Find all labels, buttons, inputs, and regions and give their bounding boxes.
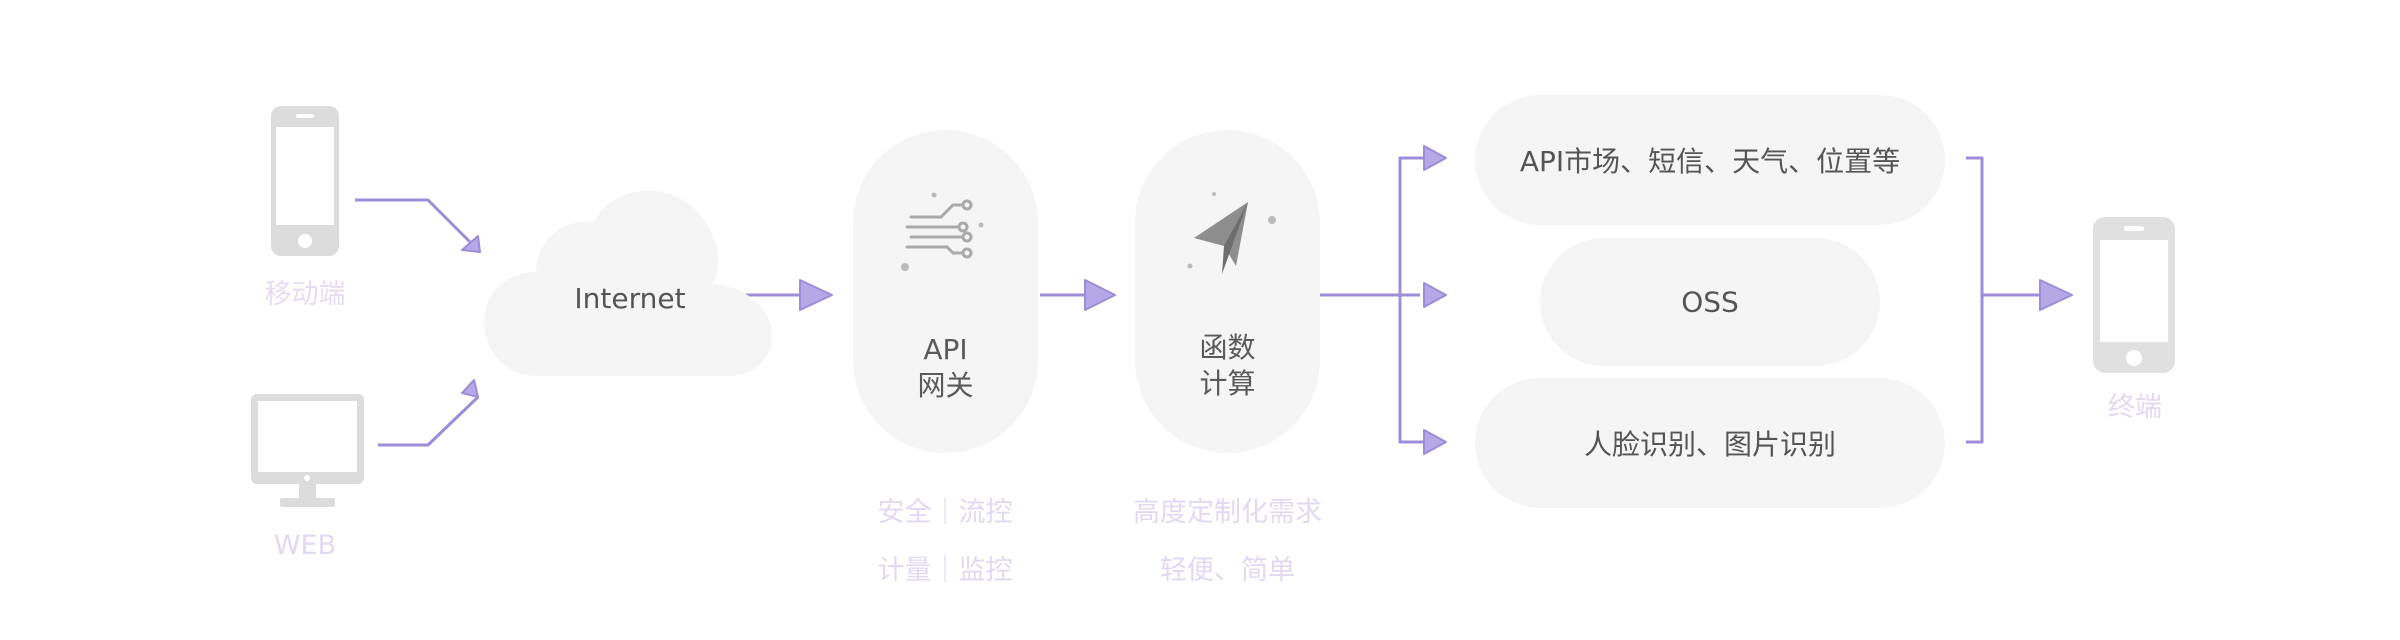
service-oss-label: OSS: [1681, 285, 1739, 319]
service-face-recognition-label: 人脸识别、图片识别: [1583, 428, 1836, 461]
function-caption-line2: 轻便、简单: [1160, 555, 1295, 586]
arrowhead: [1423, 429, 1447, 455]
function-compute-node: 函数 计算: [1135, 130, 1320, 453]
service-api-market-label: API市场、短信、天气、位置等: [1519, 145, 1901, 178]
mobile-label: 移动端: [264, 279, 346, 310]
service-api-market: API市场、短信、天气、位置等: [1475, 95, 1945, 225]
arrow-web-to-internet: [378, 395, 480, 447]
api-gateway-node: API 网关: [853, 130, 1038, 453]
arrow-mobile-to-internet: [355, 198, 482, 254]
gateway-caption-line2: 计量｜监控: [877, 555, 1013, 586]
arrowhead: [1423, 282, 1447, 308]
function-title-line1: 函数: [1199, 331, 1256, 364]
gateway-title-line2: 网关: [917, 369, 974, 402]
arrowhead: [799, 279, 833, 311]
terminal-phone-icon: [2093, 217, 2175, 373]
monitor-icon: [251, 394, 364, 507]
arrowhead: [461, 235, 481, 253]
arrowhead: [2039, 279, 2073, 311]
terminal-label: 终端: [2108, 392, 2162, 423]
web-label: WEB: [273, 530, 337, 561]
mobile-phone-icon: [271, 106, 339, 256]
paper-plane-icon: [1187, 192, 1276, 274]
services-merge-bracket: [1966, 156, 1984, 444]
service-oss: OSS: [1540, 238, 1880, 366]
arrowhead: [1423, 145, 1447, 171]
gateway-circuit-icon: [901, 192, 984, 271]
function-title-line2: 计算: [1199, 367, 1256, 400]
internet-label: Internet: [574, 282, 686, 315]
gateway-title-line1: API: [923, 333, 968, 366]
service-face-recognition: 人脸识别、图片识别: [1475, 378, 1945, 508]
arrowhead: [461, 379, 479, 398]
arrowhead: [1084, 279, 1116, 311]
services-fanout-bracket: [1398, 156, 1440, 444]
function-caption-line1: 高度定制化需求: [1133, 497, 1322, 528]
internet-cloud-icon: [484, 190, 772, 376]
gateway-caption-line1: 安全｜流控: [877, 497, 1013, 528]
